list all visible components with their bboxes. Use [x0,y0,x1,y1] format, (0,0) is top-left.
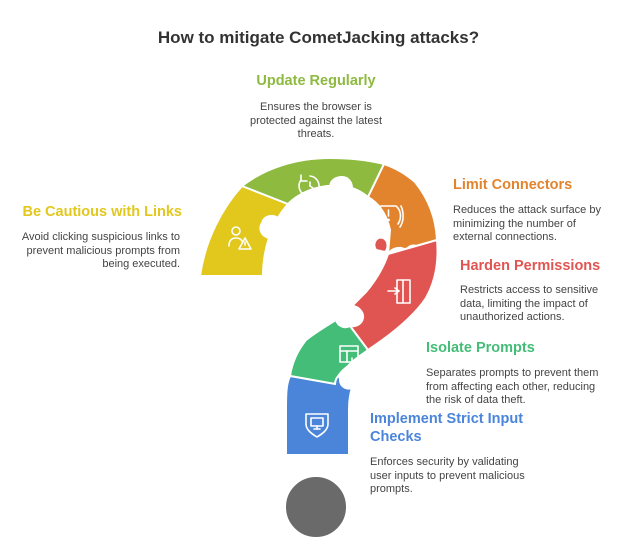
diagram-title: How to mitigate CometJacking attacks? [157,28,480,47]
desc-cautious: Avoid clicking suspicious links to preve… [21,231,180,270]
question-mark-dot [284,475,348,539]
label-update: Update Regularly [256,73,376,89]
label-isolate: Isolate Prompts [426,340,535,356]
gauge-alert-icon [373,205,404,228]
monitor-shield-icon [305,413,329,438]
label-limit: Limit Connectors [453,177,573,193]
user-warning-icon [228,226,252,250]
puzzle-piece-update [240,156,386,206]
desc-implement: Enforces security by validating user inp… [370,456,525,495]
puzzle-piece-cautious [198,184,290,277]
door-exit-icon [387,279,411,304]
label-cautious: Be Cautious with Links [22,204,182,220]
layout-hand-icon [339,345,363,369]
desc-harden: Restricts access to sensitive data, limi… [460,284,599,323]
label-harden: Harden Permissions [460,258,601,274]
puzzle-piece-isolate [288,318,370,386]
puzzle-piece-harden [347,236,439,352]
puzzle-piece-implement [285,374,354,456]
desc-update: Ensures the browser is protected against… [249,101,383,140]
desc-limit: Reduces the attack surface by minimizing… [453,204,601,243]
refresh-icon [298,174,320,197]
label-implement: Implement Strict Input Checks [370,411,524,445]
desc-isolate: Separates prompts to prevent them from a… [426,367,599,406]
